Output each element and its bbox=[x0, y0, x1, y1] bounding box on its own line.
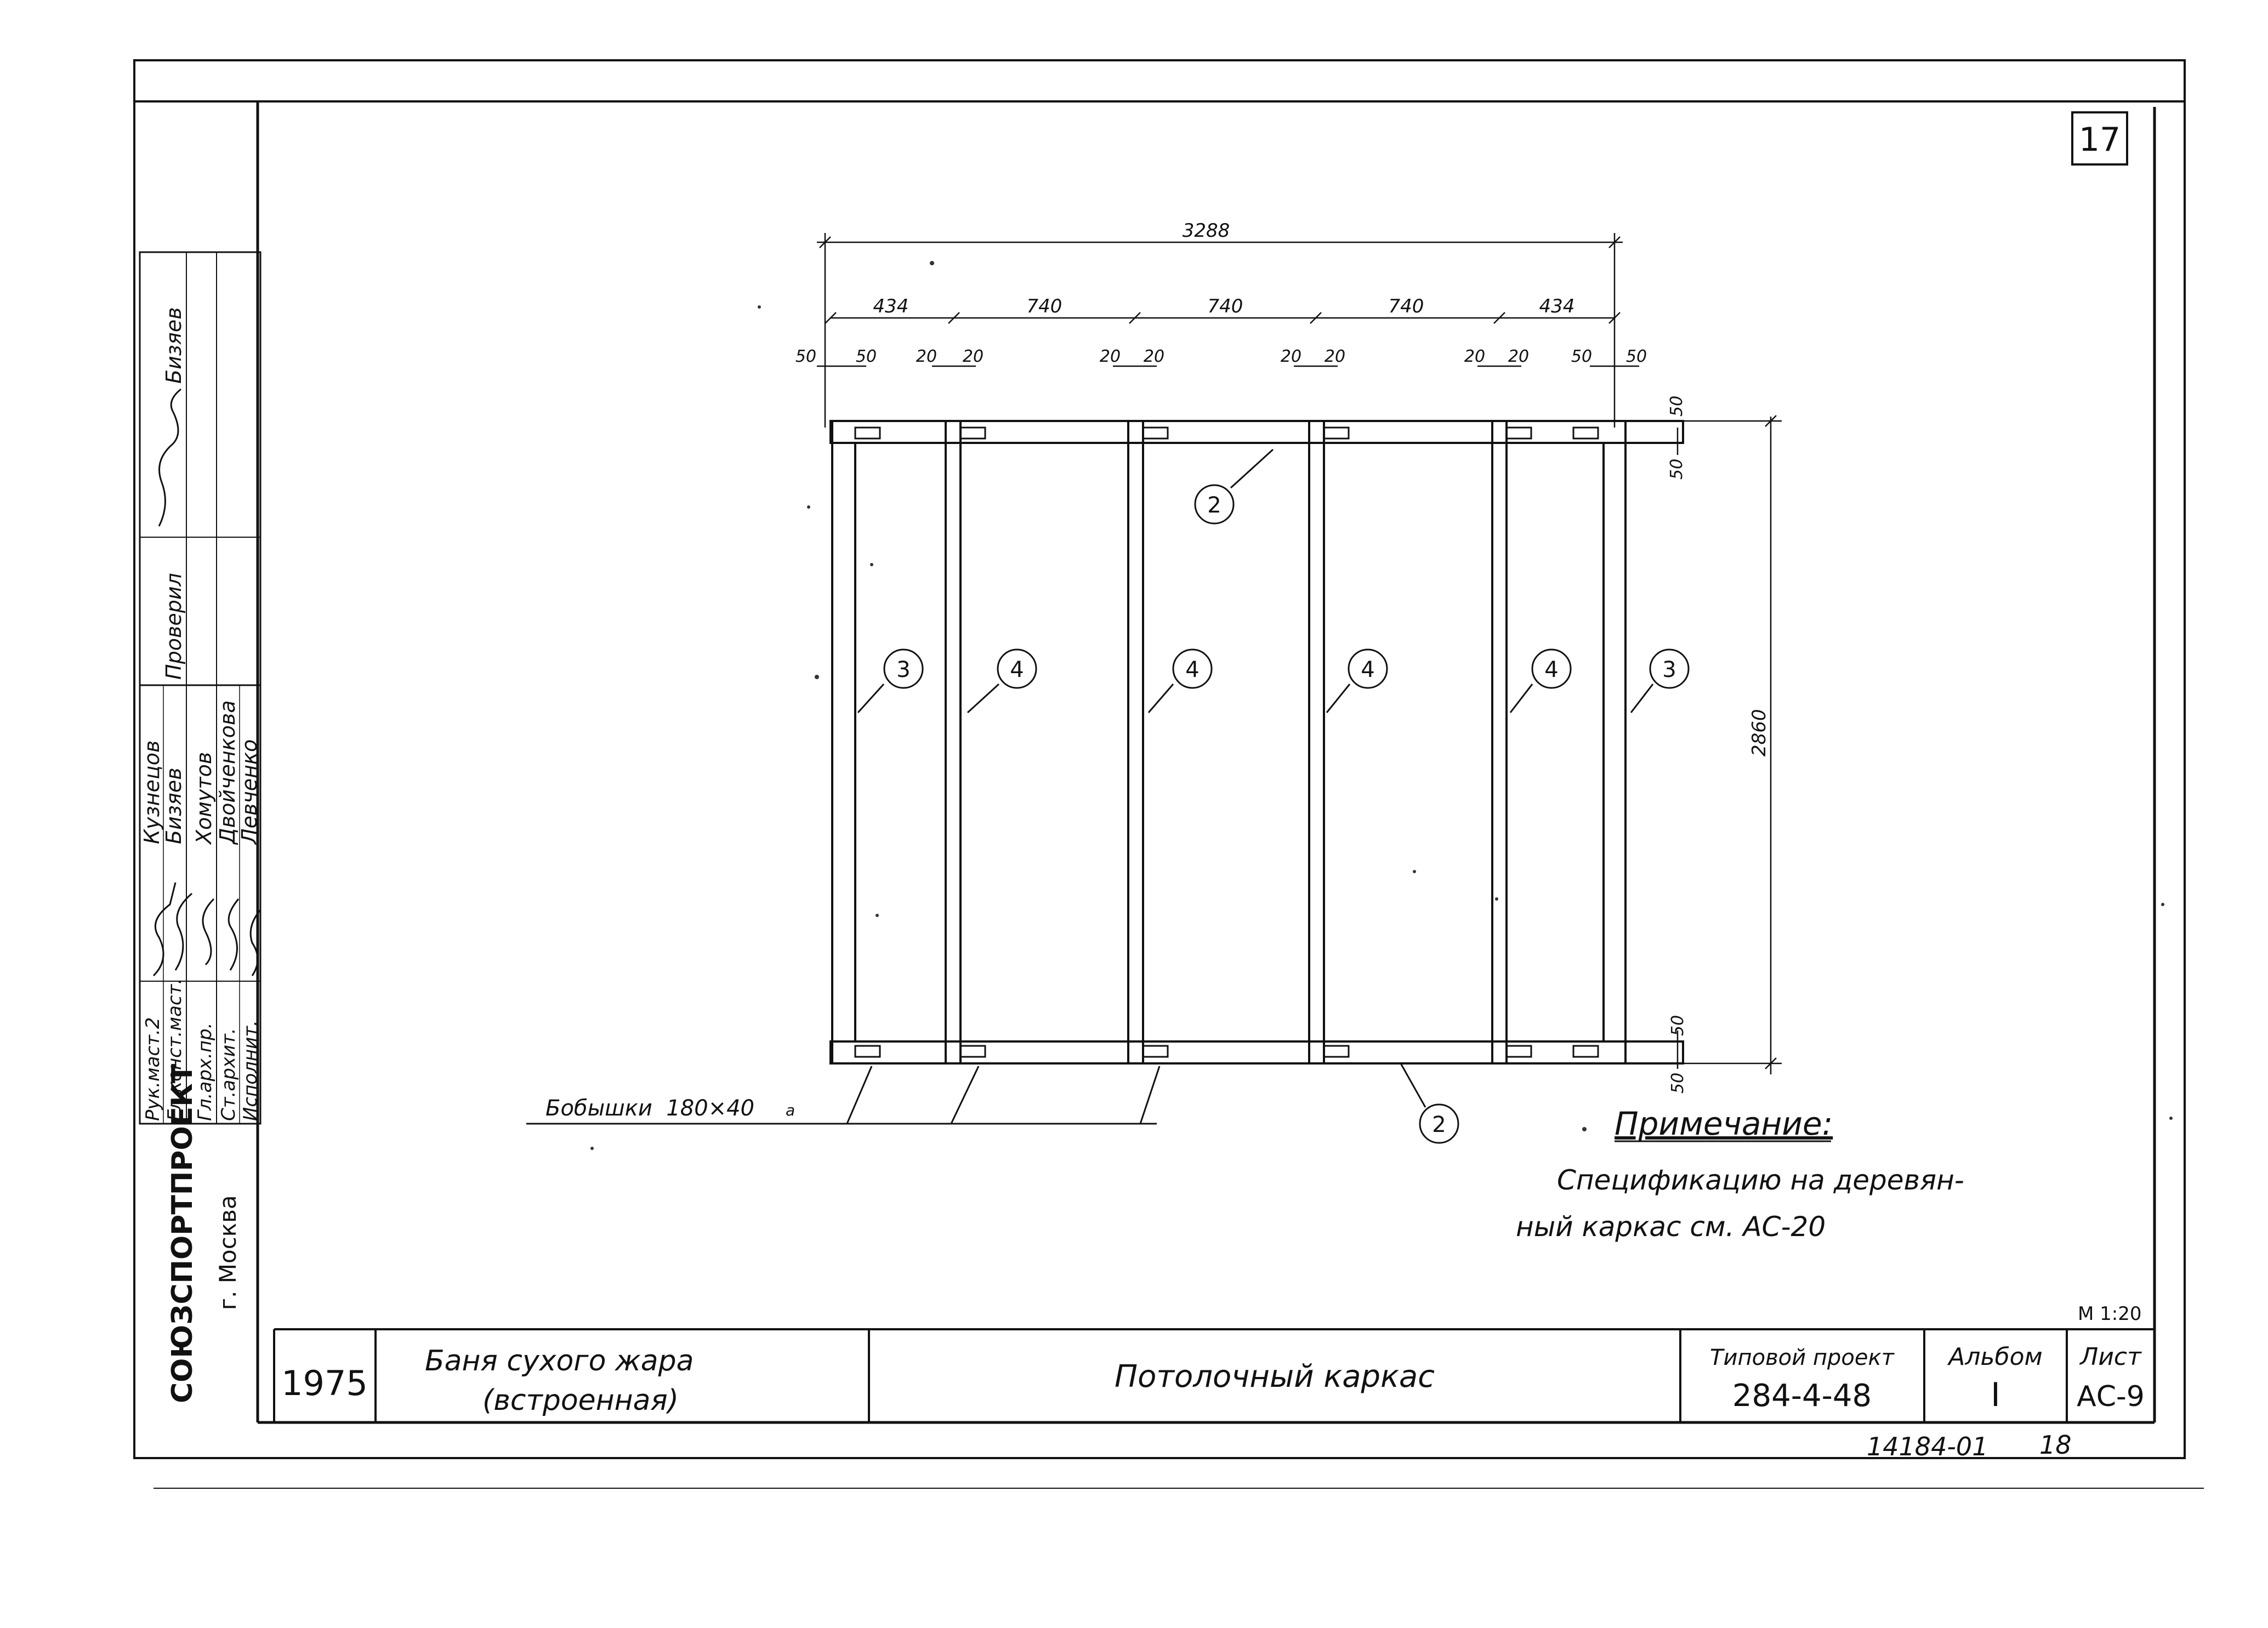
dim-right-top-2: 50 bbox=[1667, 459, 1686, 480]
name-5: Левченко bbox=[237, 739, 262, 845]
title-object-line-2: (встроенная) bbox=[482, 1384, 679, 1417]
dim-offset-2: 50 bbox=[856, 347, 877, 366]
album-value: I bbox=[1991, 1376, 2000, 1414]
dim-offset-4: 20 bbox=[963, 347, 984, 366]
callout-circle-2-top: 2 bbox=[1194, 484, 1235, 525]
sheet-corner-number: 17 bbox=[2079, 121, 2121, 159]
callout-circle-3-left: 3 bbox=[883, 648, 924, 689]
callout-circle-3-right: 3 bbox=[1649, 648, 1690, 689]
bosses bbox=[854, 426, 1599, 1058]
top-beam bbox=[829, 420, 1684, 444]
callout-circle-4-d: 4 bbox=[1531, 648, 1572, 689]
dim-span-1: 434 bbox=[873, 295, 909, 317]
role-2: Гл.конст.маст. bbox=[164, 978, 186, 1121]
dim-offset-9: 20 bbox=[1464, 347, 1485, 366]
dim-span-5: 434 bbox=[1539, 295, 1575, 317]
callout-circle-4-c: 4 bbox=[1348, 648, 1388, 689]
sheet-frame bbox=[133, 59, 2204, 1489]
sheet-corner-number-box: 17 bbox=[2071, 111, 2128, 166]
checked-by: Бизяев bbox=[162, 307, 186, 384]
dim-span-4: 740 bbox=[1389, 295, 1424, 317]
callout-leaders bbox=[526, 448, 1654, 1125]
note-block: Примечание: Спецификацию на деревян- ный… bbox=[1516, 1105, 1964, 1243]
dimension-lines bbox=[817, 233, 1782, 1074]
scale-label: M 1:20 bbox=[2078, 1303, 2142, 1325]
dim-overall-width: 3288 bbox=[1183, 220, 1230, 242]
name-4: Двойченкова bbox=[215, 700, 240, 845]
title-block bbox=[273, 1328, 2155, 1422]
dim-span-3: 740 bbox=[1208, 295, 1243, 317]
bosses-unit: а bbox=[786, 1101, 795, 1119]
dim-offset-12: 50 bbox=[1626, 347, 1647, 366]
callout-label: 4 bbox=[1544, 657, 1558, 682]
callout-label: 3 bbox=[1662, 657, 1676, 682]
dim-offset-8: 20 bbox=[1325, 347, 1345, 366]
name-2: Бизяев bbox=[162, 767, 186, 844]
callout-circle-4-b: 4 bbox=[1172, 648, 1213, 689]
organization-name: СОЮЗСПОРТПРОЕКТ bbox=[166, 1063, 199, 1403]
signature-scribble bbox=[158, 388, 181, 527]
dim-offset-6: 20 bbox=[1144, 347, 1164, 366]
drawing-title: Потолочный каркас bbox=[1115, 1359, 1435, 1394]
dim-offset-3: 20 bbox=[916, 347, 937, 366]
project-label: Типовой проект bbox=[1710, 1345, 1895, 1370]
checked-label: Проверил bbox=[162, 573, 186, 680]
ceiling-frame-plan bbox=[829, 420, 1684, 1065]
dim-right-top-1: 50 bbox=[1667, 396, 1686, 417]
callout-circle-2-bottom: 2 bbox=[1419, 1103, 1459, 1144]
note-line-1: Спецификацию на деревян- bbox=[1557, 1164, 1964, 1196]
joists bbox=[831, 421, 1627, 1063]
dim-offset-1: 50 bbox=[795, 347, 816, 366]
dim-overall-height: 2860 bbox=[1748, 709, 1770, 756]
dim-right-bottom-1: 50 bbox=[1668, 1015, 1687, 1036]
title-year: 1975 bbox=[281, 1363, 368, 1403]
dim-offset-7: 20 bbox=[1281, 347, 1301, 366]
callout-label: 2 bbox=[1432, 1112, 1446, 1137]
scan-specks bbox=[590, 261, 2173, 1150]
role-5: Исполнит. bbox=[240, 1020, 262, 1121]
callout-label: 4 bbox=[1185, 657, 1199, 682]
callout-label: 4 bbox=[1010, 657, 1024, 682]
archive-number: 14184-01 bbox=[1867, 1432, 1988, 1461]
note-title: Примечание: bbox=[1615, 1105, 1833, 1142]
sheet-label: Лист bbox=[2079, 1343, 2142, 1371]
dim-span-2: 740 bbox=[1027, 295, 1062, 317]
note-line-2: ный каркас см. АС-20 bbox=[1516, 1211, 1826, 1243]
role-3: Гл.арх.пр. bbox=[194, 1023, 216, 1121]
role-1: Рук.маст.2 bbox=[142, 1017, 164, 1121]
callout-label: 3 bbox=[896, 657, 910, 682]
signature-stamp: Проверил Бизяев Рук.маст.2 Гл.конст.маст… bbox=[139, 251, 262, 1125]
callout-label: 4 bbox=[1361, 657, 1374, 682]
sheet-value: АС-9 bbox=[2077, 1380, 2145, 1413]
dim-offset-5: 20 bbox=[1100, 347, 1121, 366]
bosses-label: Бобышки 180×40 bbox=[545, 1096, 754, 1121]
callout-circle-4-a: 4 bbox=[997, 648, 1037, 689]
dim-offset-11: 50 bbox=[1571, 347, 1592, 366]
archive-page: 18 bbox=[2039, 1430, 2072, 1460]
title-object-line-1: Баня сухого жара bbox=[425, 1345, 694, 1377]
project-number: 284-4-48 bbox=[1732, 1378, 1872, 1414]
dim-offset-10: 20 bbox=[1508, 347, 1529, 366]
role-4: Ст.архит. bbox=[218, 1028, 240, 1121]
name-3: Хомутов bbox=[192, 752, 216, 845]
signature-scribbles bbox=[152, 882, 262, 977]
album-label: Альбом bbox=[1947, 1343, 2042, 1371]
bottom-beam bbox=[829, 1040, 1684, 1065]
callout-label: 2 bbox=[1207, 493, 1221, 518]
dim-right-bottom-2: 50 bbox=[1668, 1073, 1687, 1094]
name-1: Кузнецов bbox=[140, 741, 164, 844]
organization-city: г. Москва bbox=[214, 1195, 241, 1310]
